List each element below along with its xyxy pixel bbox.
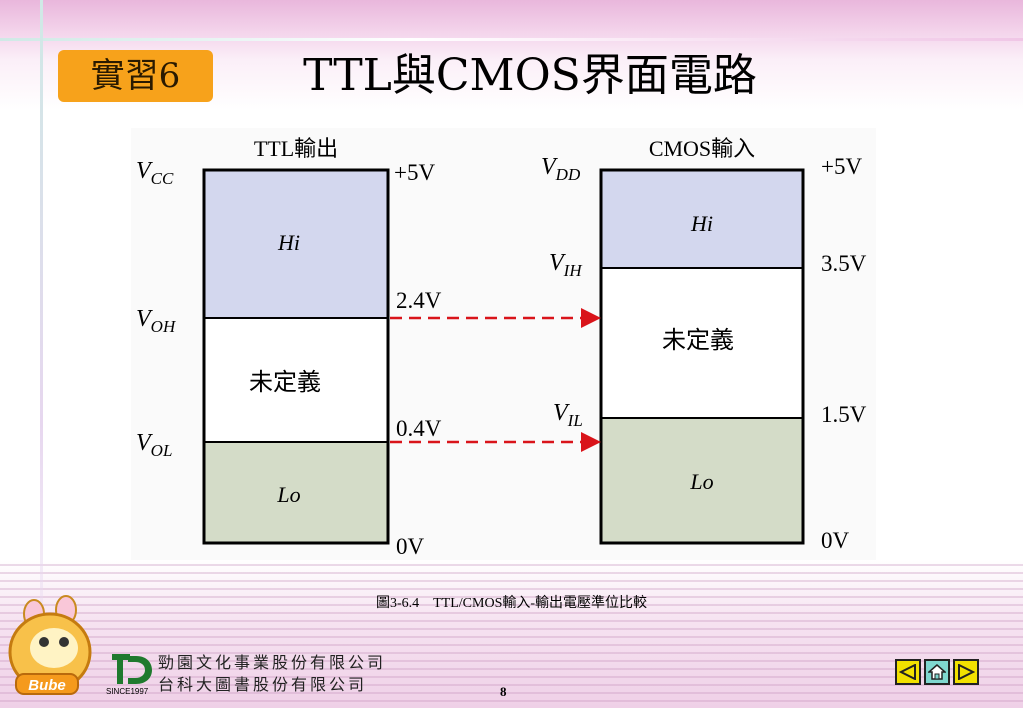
ttl-lo-region (204, 442, 388, 543)
arrow-vol-head (581, 432, 601, 452)
cmos-vdd-sub: DD (555, 165, 581, 184)
cmos-hi-region (601, 170, 803, 268)
ttl-hi-text: Hi (277, 230, 300, 255)
slide-navigation (895, 659, 979, 685)
arrow-voh-head (581, 308, 601, 328)
cmos-v-top: +5V (821, 154, 862, 179)
svg-text:VCC: VCC (136, 158, 174, 188)
ttl-v-ol: 0.4V (396, 416, 442, 441)
page-number: 8 (500, 684, 507, 699)
ttl-v-top: +5V (394, 160, 435, 185)
cmos-vdd-label: V (541, 154, 558, 180)
svg-text:VDD: VDD (541, 154, 581, 184)
cmos-v-ih: 3.5V (821, 251, 867, 276)
section-badge: 實習6 (58, 50, 213, 102)
company-names: 勁園文化事業股份有限公司 台科大圖書股份有限公司 (158, 652, 386, 696)
since-text: SINCE1997 (106, 687, 149, 696)
ttl-vcc-label: V (136, 158, 153, 184)
home-button[interactable] (924, 659, 950, 685)
next-button[interactable] (953, 659, 979, 685)
ttl-voh-sub: OH (151, 317, 177, 336)
cmos-vih-sub: IH (563, 261, 584, 280)
page-title: TTL與CMOS界面電路 (303, 50, 757, 101)
voltage-level-diagram: TTL輸出 VCC VOH VOL Hi 未定義 Lo +5V 2.4V 0.4… (131, 128, 876, 560)
footer-stripes (0, 558, 1023, 708)
svg-text:VIH: VIH (549, 250, 583, 280)
svg-text:VOL: VOL (136, 430, 172, 460)
company-line-2: 台科大圖書股份有限公司 (158, 675, 368, 694)
mascot-text: Bube (28, 677, 66, 694)
cmos-vih-label: V (549, 250, 566, 276)
side-line (40, 0, 43, 708)
svg-text:VOH: VOH (136, 306, 177, 336)
cmos-v-bot: 0V (821, 528, 850, 553)
cmos-hi-text: Hi (690, 211, 713, 236)
ttl-v-bot: 0V (396, 534, 425, 559)
cmos-undef-text: 未定義 (662, 327, 734, 354)
home-icon (928, 664, 946, 680)
ttl-lo-text: Lo (276, 482, 300, 507)
cmos-lo-text: Lo (689, 469, 713, 494)
figure-caption: 圖3-6.4 TTL/CMOS輸入-輸出電壓準位比較 (375, 596, 648, 611)
cmos-heading: CMOS輸入 (649, 136, 755, 161)
ttl-vol-label: V (136, 430, 153, 456)
bube-mascot: Bube (4, 592, 104, 702)
cmos-lo-region (601, 418, 803, 543)
svg-text:VIL: VIL (553, 400, 583, 430)
cmos-vil-sub: IL (567, 411, 583, 430)
ttl-vol-sub: OL (151, 441, 173, 460)
cmos-box (599, 168, 805, 545)
company-logo (108, 650, 154, 696)
cmos-vil-label: V (553, 400, 570, 426)
ttl-vcc-sub: CC (151, 169, 174, 188)
ttl-undef-text: 未定義 (249, 369, 321, 396)
ttl-hi-region (204, 170, 388, 318)
ttl-voh-label: V (136, 306, 153, 332)
header-line (0, 38, 1023, 41)
next-icon (958, 664, 975, 680)
ttl-undef-region (204, 318, 388, 442)
cmos-undef-region (601, 268, 803, 418)
ttl-box (202, 168, 390, 545)
prev-button[interactable] (895, 659, 921, 685)
company-line-1: 勁園文化事業股份有限公司 (158, 653, 387, 672)
ttl-v-oh: 2.4V (396, 288, 442, 313)
prev-icon (899, 664, 916, 680)
cmos-v-il: 1.5V (821, 402, 867, 427)
ttl-heading: TTL輸出 (254, 136, 338, 161)
